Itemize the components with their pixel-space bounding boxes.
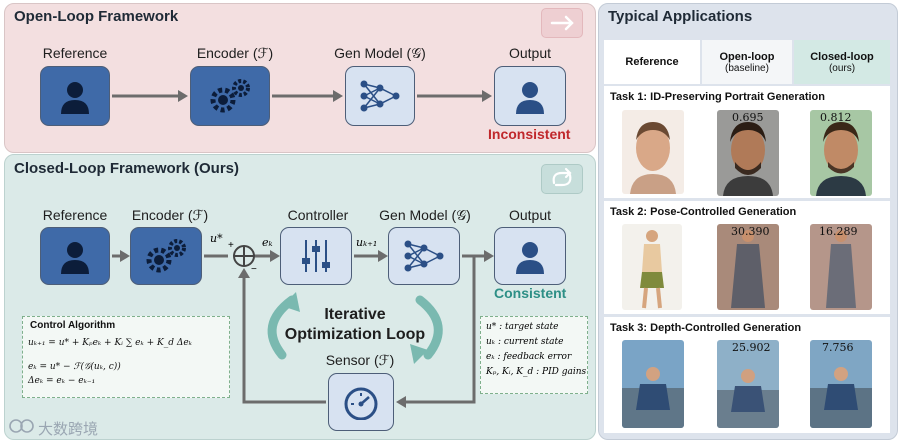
control-algorithm-title: Control Algorithm [30,320,116,331]
consistent-label: Consistent [494,285,567,301]
col-reference-label: Reference [625,56,679,68]
loop-title-line1: Iterative [324,306,386,323]
inconsistent-label: Inconsistent [488,126,571,142]
algorithm-line1: uₖ₊₁ = u* + Kₚeₖ + Kᵢ ∑ eₖ + K_d Δeₖ [28,338,192,348]
open-loop-title: Open-Loop Framework [14,8,179,25]
task-title: Task 3: Depth-Controlled Generation [610,322,802,334]
applications-title: Typical Applications [608,8,753,25]
person-icon [61,82,89,114]
closed-encoder-label: Encoder (ℱ) [131,207,209,223]
watermark-logo-icon [8,417,36,435]
open-score-label: 25.902 [732,341,771,354]
closed-loop-portrait-image [810,110,872,196]
sensor-box [328,373,394,431]
closed-output-box [494,227,566,285]
open-score-label: 30.390 [731,225,770,238]
loop-icon [541,164,583,194]
closed-output-label: Output [508,207,552,223]
task-title: Task 1: ID-Preserving Portrait Generatio… [610,91,825,103]
control-algorithm-box [22,316,230,398]
watermark-text: 大数跨境 [38,421,99,438]
col-closed-sub: (ours) [828,62,856,74]
open-encoder-box [190,66,270,126]
reference-depth-image [622,340,684,428]
reference-portrait-image [622,110,684,194]
closed-score-label: 0.812 [820,111,852,124]
e-k-label: eₖ [262,236,273,249]
closed-encoder-box [130,227,202,285]
header-closed-cell: Closed-loop (ours) [794,40,890,84]
person-icon [516,242,544,274]
open-encoder-label: Encoder (ℱ) [196,45,274,61]
closed-loop-depth-image [810,340,872,428]
reference-pose-image [622,224,682,310]
u-k1-label: uₖ₊₁ [356,236,378,249]
algorithm-line2: eₖ = u* − ℱ(𝒢(uₖ, c)) [28,362,121,372]
header-reference-cell: Reference [604,40,700,84]
open-output-label: Output [508,45,552,61]
col-closed-label: Closed-loop [810,50,874,63]
arrow-right-icon [541,8,583,38]
closed-loop-arrows [112,245,494,408]
open-output-box [494,66,566,126]
person-icon [61,242,89,274]
col-open-label: Open-loop [719,50,775,63]
legend-item: eₖ : feedback error [486,352,572,362]
gauge-icon [344,387,378,420]
open-loop-arrows [112,90,492,102]
closed-reference-box [40,227,110,285]
open-reference-label: Reference [42,45,108,61]
person-icon [516,82,544,114]
closed-reference-label: Reference [42,207,108,223]
closed-score-label: 16.289 [819,225,858,238]
neural-network-icon [404,240,444,272]
neural-network-icon [360,80,400,112]
open-gen-model-box [345,66,415,126]
controller-box [280,227,352,285]
sensor-label: Sensor (ℱ) [325,352,395,368]
open-loop-depth-image [717,340,779,428]
u-star-label: u* [210,232,223,245]
closed-gen-model-box [388,227,460,285]
open-reference-box [40,66,110,126]
closed-loop-title: Closed-Loop Framework (Ours) [14,160,240,177]
open-score-label: 0.695 [732,111,764,124]
algorithm-line3: Δeₖ = eₖ − eₖ₋₁ [28,376,96,386]
open-loop-portrait-image [717,110,779,196]
open-loop-pose-image [717,224,779,310]
legend-item: uₖ : current state [486,337,564,347]
closed-score-label: 7.756 [822,341,854,354]
loop-title-line2: Optimization Loop [284,326,426,343]
legend-item: Kₚ, Kᵢ, K_d : PID gains [486,367,587,377]
closed-gen-model-label: Gen Model (𝒢) [379,207,471,223]
closed-loop-pose-image [810,224,872,310]
legend-item: u* : target state [486,322,559,332]
task-title: Task 2: Pose-Controlled Generation [610,206,797,218]
variables-legend-box [480,316,588,394]
open-gen-model-label: Gen Model (𝒢) [334,45,426,61]
gears-icon [146,239,186,273]
controller-label: Controller [287,207,349,223]
header-open-cell: Open-loop (baseline) [702,40,792,84]
minus-sign: − [251,264,257,275]
sliders-icon [302,240,330,272]
col-open-sub: (baseline) [725,62,769,74]
gears-icon [210,79,250,113]
plus-sign: + [228,240,234,251]
